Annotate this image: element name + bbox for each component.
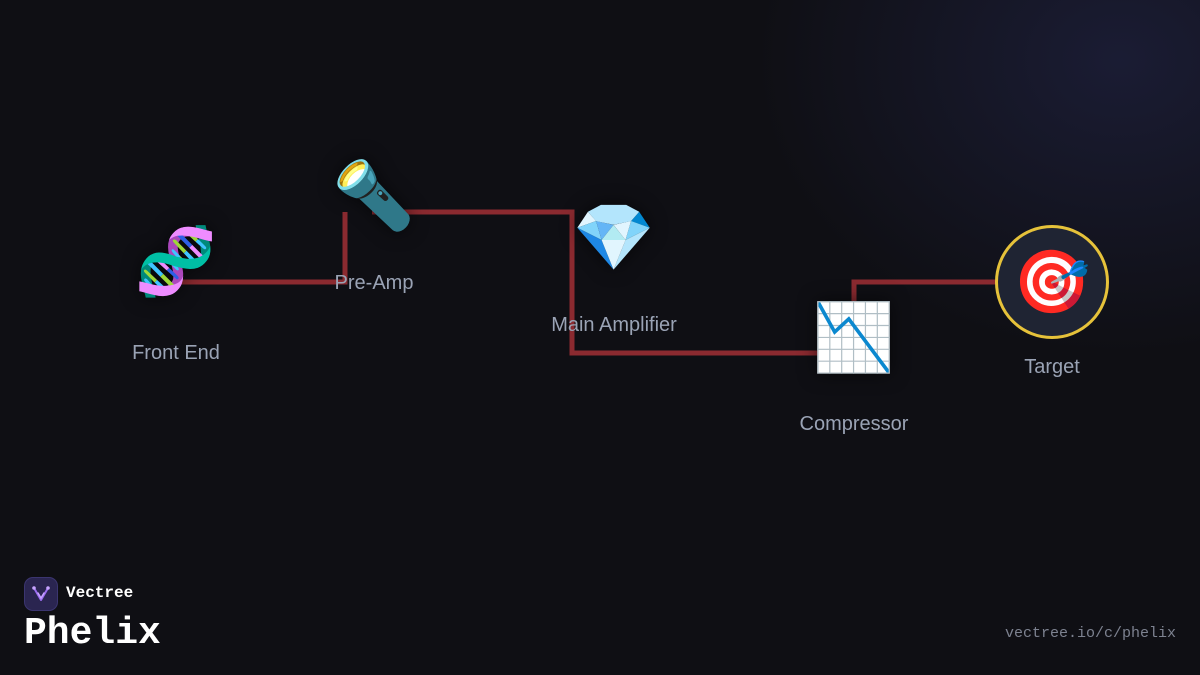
product-name: Phelix: [24, 612, 161, 655]
node-label-pre-amp: Pre-Amp: [334, 272, 414, 294]
wire-compressor-to-target: [851, 279, 996, 305]
wire-front-end-to-pre-amp: [176, 212, 348, 285]
company-name: Vectree: [66, 584, 134, 602]
wire-main-amplifier-to-compressor: [569, 232, 854, 356]
node-label-front-end: Front End: [132, 342, 220, 364]
node-label-target: Target: [1024, 356, 1080, 378]
product-url[interactable]: vectree.io/c/phelix: [1004, 625, 1176, 642]
node-label-compressor: Compressor: [799, 413, 909, 435]
vectree-logo-icon: [24, 577, 58, 611]
wire-pre-amp-to-main-amplifier: [372, 209, 575, 232]
node-label-main-amplifier: Main Amplifier: [551, 314, 677, 336]
gem-icon: 💎: [572, 199, 656, 276]
dna-icon: 🧬: [134, 223, 218, 300]
flashlight-icon: 🔦: [332, 157, 416, 234]
bullseye-icon: 🎯: [1013, 245, 1091, 318]
chart-decreasing-icon: 📉: [812, 299, 896, 376]
target-ring: 🎯: [995, 225, 1109, 339]
